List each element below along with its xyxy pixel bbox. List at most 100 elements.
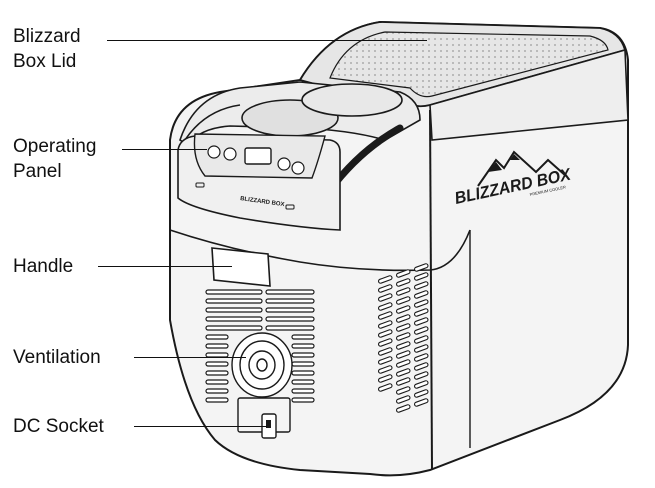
side-vent-slot xyxy=(396,386,411,395)
side-vent-slot xyxy=(378,320,393,329)
vent-slot xyxy=(205,307,263,313)
side-vent-slot xyxy=(396,296,411,305)
side-vent-slot xyxy=(378,365,393,374)
blizzard-box-lid xyxy=(298,21,629,141)
label-lid-line2: Box Lid xyxy=(13,51,77,72)
fan-icon xyxy=(231,332,293,398)
side-vent-slot xyxy=(414,272,429,281)
top-handle xyxy=(179,81,421,194)
side-vent-slot xyxy=(396,314,411,323)
vent-slot xyxy=(205,388,229,394)
vent-slot xyxy=(205,316,263,322)
label-panel-line2: Panel xyxy=(13,161,62,182)
label-panel-line1: Operating xyxy=(13,136,97,157)
side-vent-slot xyxy=(378,284,393,293)
vent-slot xyxy=(291,343,315,349)
side-vent-slot xyxy=(414,371,429,380)
side-vent-slot xyxy=(396,404,411,413)
panel-button-up-icon xyxy=(207,145,221,159)
side-vent-slot xyxy=(378,329,393,338)
side-vent-slot xyxy=(378,293,393,302)
side-vent-slot xyxy=(414,362,429,371)
side-vent-slot xyxy=(378,311,393,320)
side-vent-slot xyxy=(396,332,411,341)
label-ventilation-text: Ventilation xyxy=(13,347,101,368)
panel-button-down-icon xyxy=(223,147,237,161)
side-vent-slot xyxy=(396,305,411,314)
side-vent-slot xyxy=(414,380,429,389)
vent-slot xyxy=(205,343,229,349)
side-vent-slot xyxy=(396,368,411,377)
side-vent-slot xyxy=(414,389,429,398)
label-ventilation: Ventilation xyxy=(13,345,101,370)
side-vent-slot xyxy=(414,308,429,317)
vent-slot xyxy=(265,316,315,322)
side-vent-slot xyxy=(396,269,411,278)
operating-panel: BLIZZARD BOX xyxy=(177,133,341,231)
vent-slot xyxy=(205,397,229,403)
label-handle-text: Handle xyxy=(13,256,74,277)
vent-slot xyxy=(205,370,229,376)
label-lid-line1: Blizzard xyxy=(13,26,81,47)
side-vent-slot xyxy=(396,350,411,359)
dc-socket xyxy=(237,397,291,439)
side-vent-slot xyxy=(378,302,393,311)
vent-slot xyxy=(291,388,315,394)
side-vent-slot xyxy=(378,338,393,347)
side-vent-slot xyxy=(414,290,429,299)
vent-slot xyxy=(205,334,229,340)
vent-slot xyxy=(291,379,315,385)
side-vent-slot xyxy=(378,356,393,365)
vent-slot xyxy=(265,289,315,295)
side-vent-slot xyxy=(396,359,411,368)
side-ventilation xyxy=(378,263,429,413)
side-vent-slot xyxy=(414,281,429,290)
vent-slot xyxy=(291,361,315,367)
vent-slot xyxy=(205,298,263,304)
power-icon xyxy=(291,161,305,175)
leader-line-panel xyxy=(122,149,207,150)
side-vent-slot xyxy=(396,377,411,386)
vent-slot xyxy=(265,325,315,331)
side-vent-slot xyxy=(414,344,429,353)
side-vent-slot xyxy=(396,395,411,404)
label-dc-socket: DC Socket xyxy=(13,414,104,439)
vent-slot xyxy=(291,334,315,340)
label-dc-socket-text: DC Socket xyxy=(13,416,104,437)
side-vent-slot xyxy=(414,398,429,407)
vent-slot xyxy=(265,307,315,313)
vent-slot xyxy=(205,379,229,385)
side-vent-slot xyxy=(414,263,429,272)
side-vent-slot xyxy=(414,299,429,308)
side-vent-slot xyxy=(378,383,393,392)
vent-slot xyxy=(205,289,263,295)
label-blizzard-box-lid: Blizzard Box Lid xyxy=(13,24,81,74)
side-vent-slot xyxy=(414,353,429,362)
side-vent-slot xyxy=(378,275,393,284)
handle xyxy=(211,247,271,287)
label-handle: Handle xyxy=(13,254,73,279)
vent-slot xyxy=(291,352,315,358)
panel-button-mode-icon xyxy=(277,157,291,171)
side-vent-slot xyxy=(378,374,393,383)
side-vent-slot xyxy=(414,335,429,344)
vent-slot xyxy=(291,370,315,376)
vent-slot xyxy=(205,325,263,331)
leader-line-lid xyxy=(107,40,427,41)
leader-line-handle xyxy=(98,266,232,267)
vent-slot xyxy=(205,361,229,367)
side-vent-slot xyxy=(414,317,429,326)
vent-slot xyxy=(291,397,315,403)
leader-line-ventilation xyxy=(134,357,246,358)
side-vent-slot xyxy=(414,326,429,335)
panel-display xyxy=(244,147,272,165)
side-vent-slot xyxy=(378,347,393,356)
label-operating-panel: Operating Panel xyxy=(13,134,96,184)
leader-line-dc-socket xyxy=(134,426,267,427)
side-vent-slot xyxy=(396,278,411,287)
vent-slot xyxy=(265,298,315,304)
side-vent-slot xyxy=(396,341,411,350)
side-vent-slot xyxy=(396,287,411,296)
